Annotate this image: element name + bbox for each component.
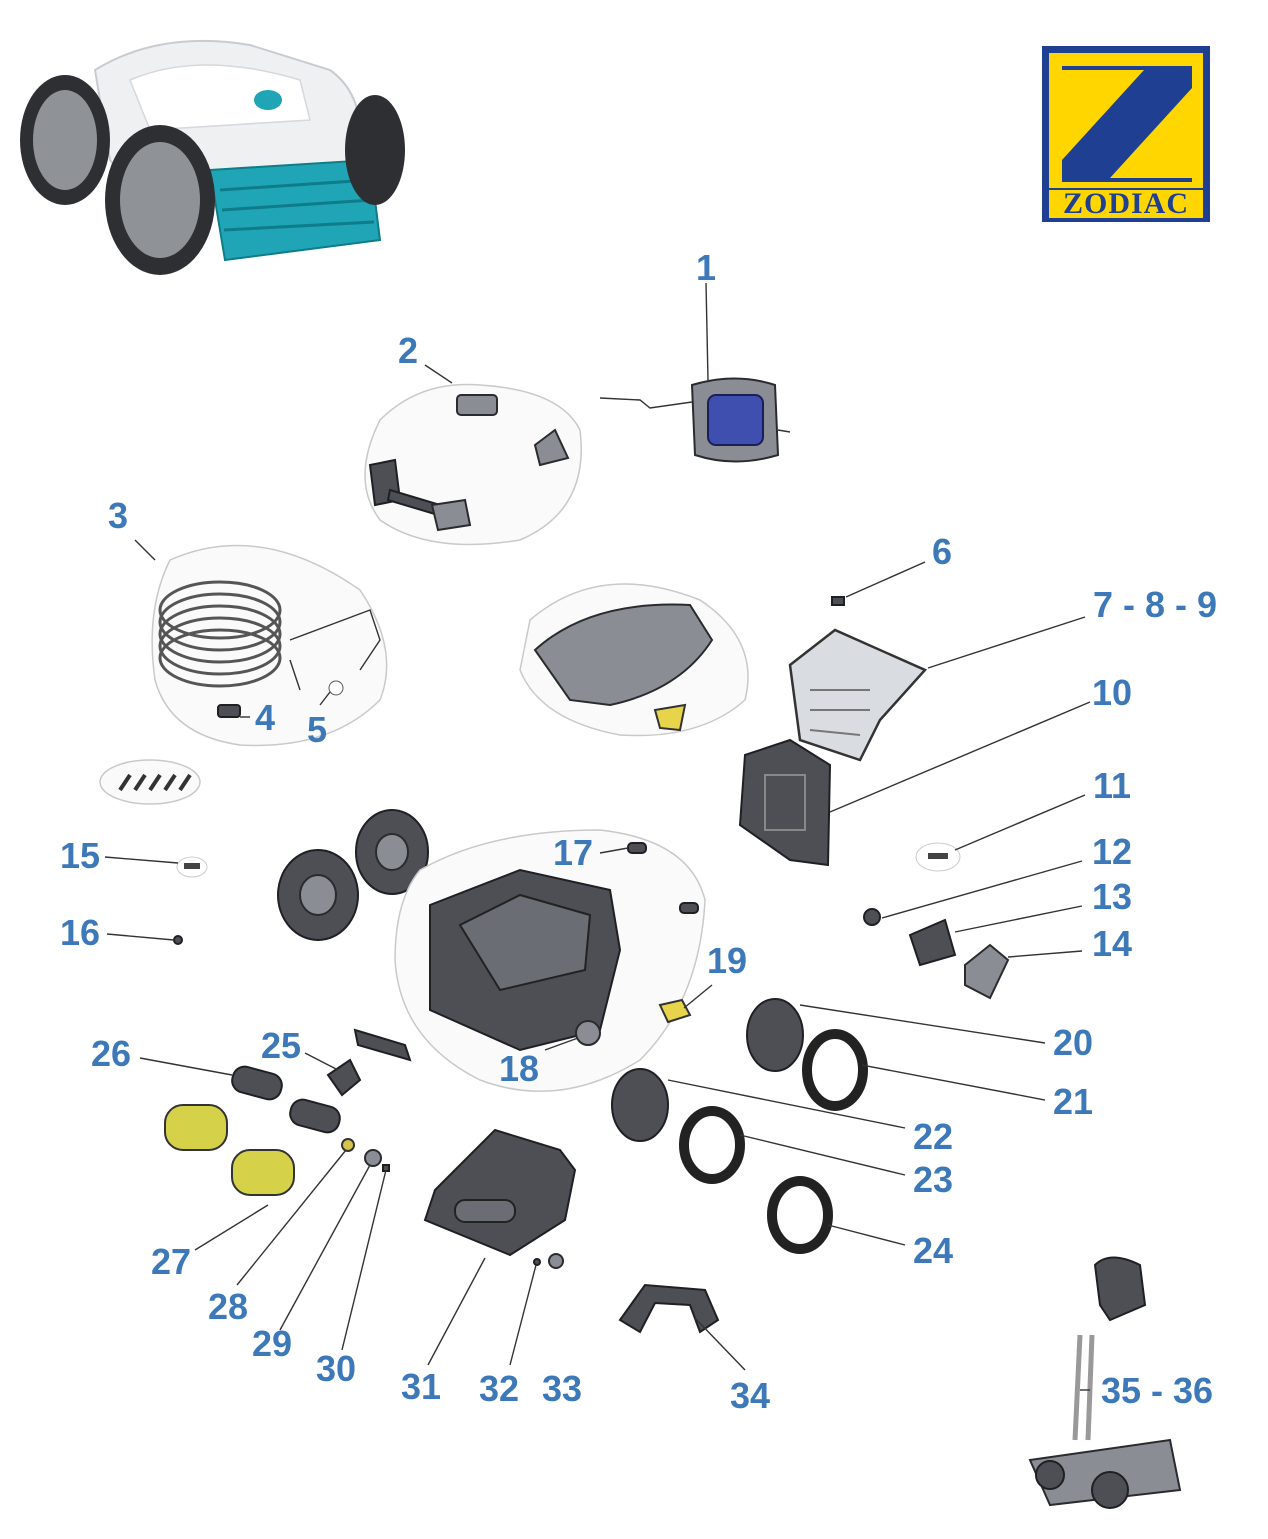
part-label-4: 4 [255, 697, 275, 738]
robot-product-image [20, 39, 405, 275]
part-26-rollers [231, 1065, 341, 1134]
part-label-33: 33 [542, 1368, 582, 1409]
part-16-screw [173, 935, 183, 945]
part-label-17: 17 [553, 832, 593, 873]
part-label-19: 19 [707, 940, 747, 981]
part-label-12: 12 [1092, 831, 1132, 872]
part-label-1: 1 [696, 247, 716, 288]
part-label-14: 14 [1092, 923, 1132, 964]
part-label-11: 11 [1093, 765, 1131, 806]
part-32-screw [533, 1258, 541, 1266]
part-label-31: 31 [401, 1366, 441, 1407]
part-label-35-36: 35 - 36 [1101, 1370, 1213, 1411]
part-label-10: 10 [1092, 672, 1132, 713]
leader-lines [104, 282, 1091, 1391]
top-cover-group [519, 583, 749, 737]
part-13-impeller [908, 918, 957, 967]
part-label-25: 25 [261, 1025, 301, 1066]
zodiac-logo: ZODIAC [1042, 46, 1210, 222]
part-10-filter-frame [738, 738, 832, 867]
part-label-18: 18 [499, 1048, 539, 1089]
part-label-26: 26 [91, 1033, 131, 1074]
part-labels: 1 2 3 4 5 6 7 - 8 - 9 10 11 12 13 14 15 … [60, 247, 1217, 1416]
part-label-21: 21 [1053, 1081, 1093, 1122]
part-21-tyre [802, 1029, 868, 1111]
part-25-bracket [326, 1058, 362, 1097]
part-6-screw [831, 596, 845, 606]
part-34-handle [618, 1283, 720, 1334]
part-label-30: 30 [316, 1348, 356, 1389]
part-7-filter-basket [788, 628, 928, 762]
part-label-27: 27 [151, 1241, 191, 1282]
part-label-13: 13 [1092, 876, 1132, 917]
part-label-34: 34 [730, 1375, 770, 1416]
part-2-group [364, 383, 582, 546]
part-22-wheel [611, 1068, 669, 1142]
part-14-cover [964, 943, 1010, 1000]
part-33-washer [548, 1253, 564, 1269]
screw-set-group [99, 759, 201, 805]
chassis-group [394, 829, 706, 1092]
part-19-valve [658, 998, 692, 1024]
part-label-29: 29 [252, 1323, 292, 1364]
part-15-screws [176, 856, 208, 878]
part-12-clip [863, 908, 881, 926]
part-label-6: 6 [932, 531, 952, 572]
part-11-screw-pack [915, 842, 961, 872]
part-1-control-box [599, 377, 791, 463]
part-35-caddy [1028, 1256, 1182, 1509]
part-label-22: 22 [913, 1116, 953, 1157]
chassis-wheels [277, 809, 429, 941]
part-31-motor-block [423, 1128, 577, 1257]
part-label-32: 32 [479, 1368, 519, 1409]
part-24-tyre [767, 1176, 833, 1254]
part-17-plug [627, 842, 647, 854]
part-20-wheel [746, 998, 804, 1072]
zodiac-logo-text: ZODIAC [1063, 187, 1189, 220]
part-23-tyre [679, 1106, 745, 1184]
part-18-bearing [575, 1020, 601, 1046]
brush-bar [353, 1028, 412, 1062]
part-label-24: 24 [913, 1230, 953, 1271]
part-label-3: 3 [108, 495, 128, 536]
part-label-20: 20 [1053, 1022, 1093, 1063]
part-label-2: 2 [398, 330, 418, 371]
part-27-brushes [164, 1104, 295, 1196]
part-label-28: 28 [208, 1286, 248, 1327]
part-label-23: 23 [913, 1159, 953, 1200]
part-label-15: 15 [60, 835, 100, 876]
part-label-16: 16 [60, 912, 100, 953]
part-label-5: 5 [307, 709, 327, 750]
part-28-bushing [341, 1138, 355, 1152]
part-label-7-8-9: 7 - 8 - 9 [1093, 584, 1217, 625]
part-29-bearing [364, 1149, 382, 1167]
